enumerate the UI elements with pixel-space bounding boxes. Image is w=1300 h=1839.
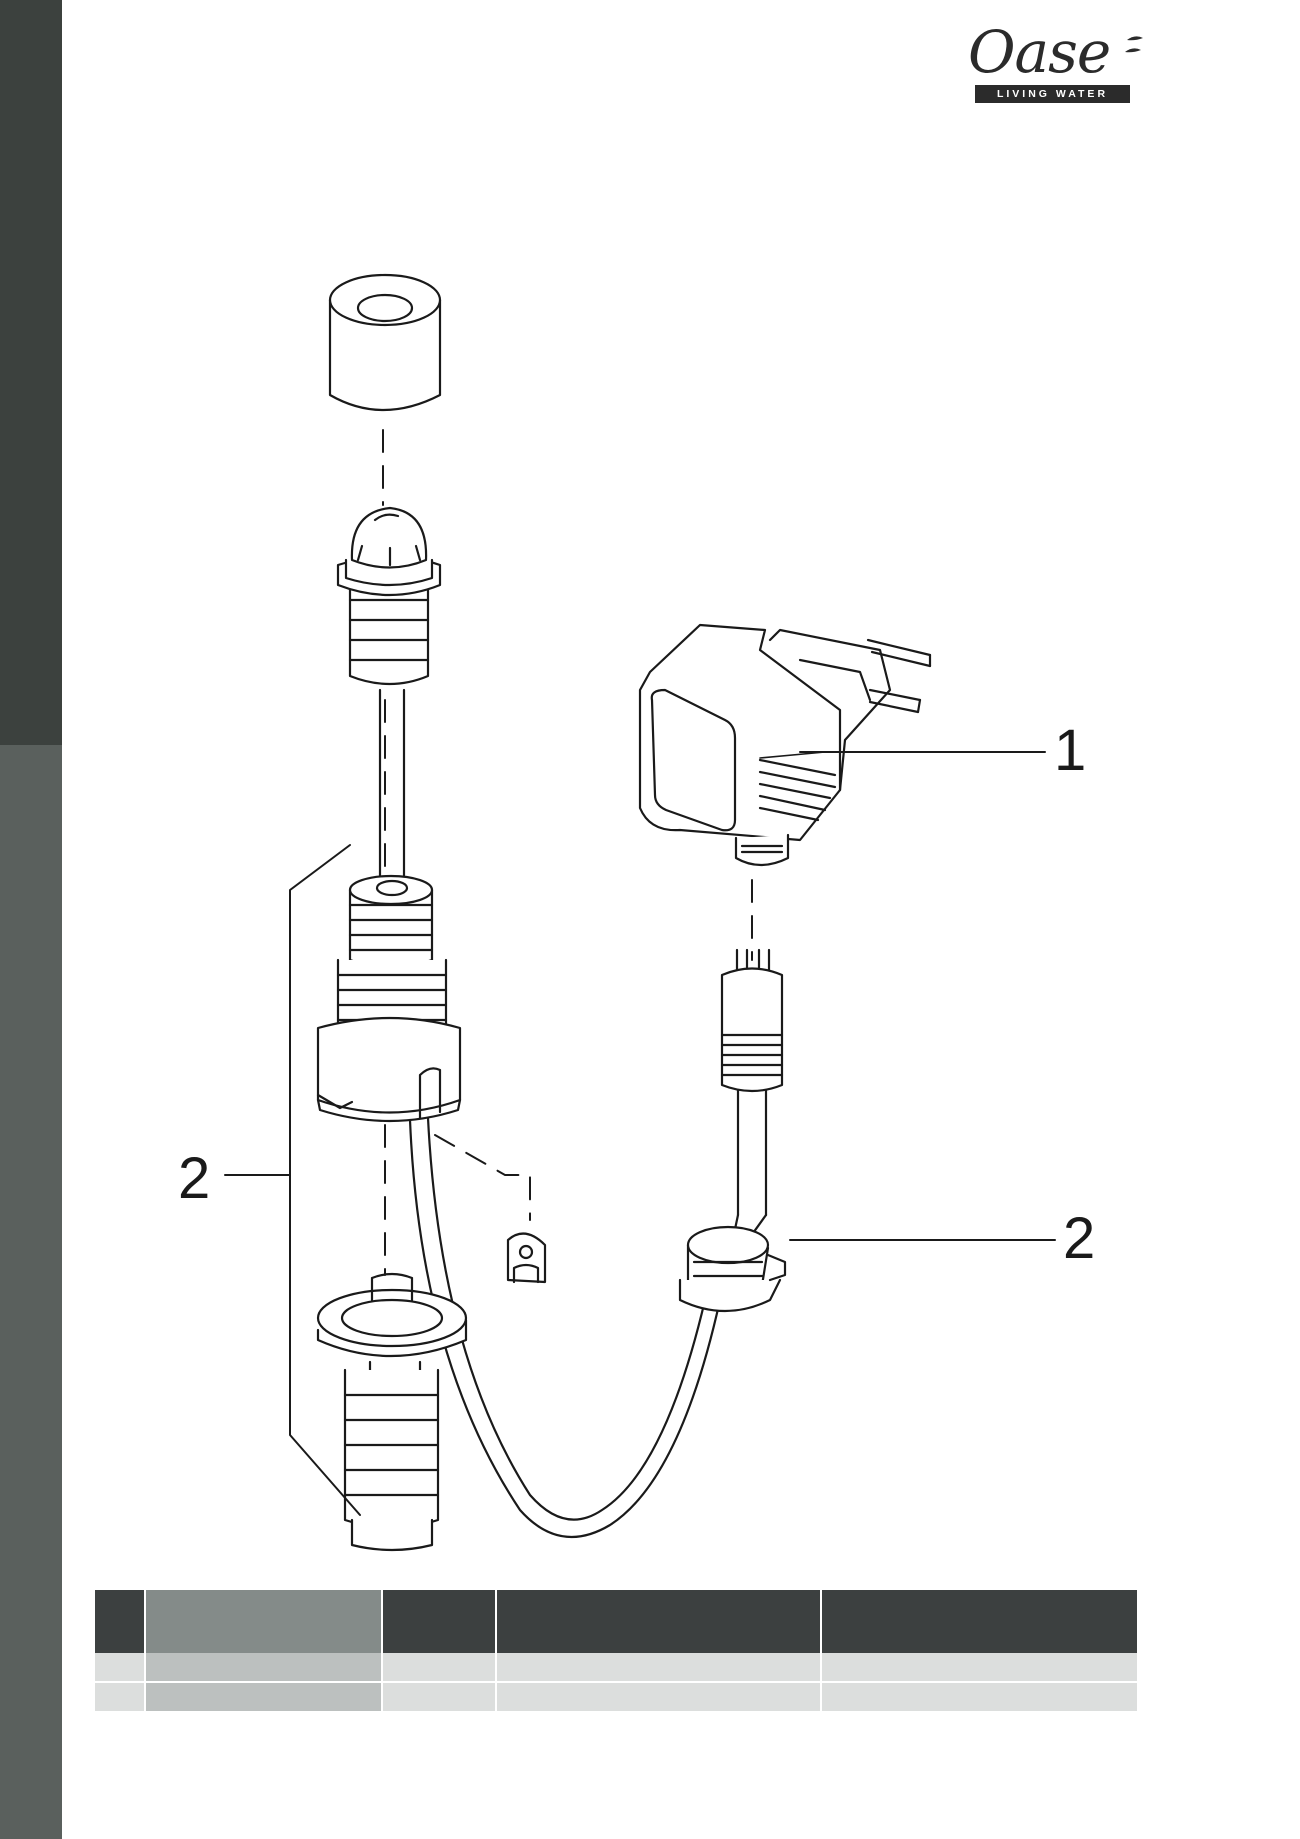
callout-hose-connector-set: 2	[178, 1146, 211, 1211]
exploded-parts-drawing	[224, 273, 1056, 1552]
table-header-cell	[821, 1590, 1139, 1653]
table-cell	[95, 1653, 146, 1683]
small-clip	[506, 1232, 547, 1284]
parts-table	[95, 1590, 1139, 1713]
table-row	[95, 1653, 1139, 1683]
table-header-row	[95, 1590, 1139, 1653]
table-cell	[145, 1682, 383, 1713]
hose-connector	[316, 874, 462, 1123]
leader-lines	[224, 751, 1056, 1516]
table-cell	[496, 1653, 822, 1683]
table-cell	[821, 1653, 1139, 1683]
table-header-cell	[145, 1590, 383, 1653]
table-cell	[821, 1682, 1139, 1713]
led-light-head	[336, 506, 442, 686]
table-cell	[496, 1682, 822, 1713]
sidebar-upper-band	[0, 0, 62, 745]
logo-tagline: LIVING WATER	[975, 85, 1130, 103]
table-cell	[382, 1682, 497, 1713]
callout-cable-clip: 2	[1063, 1206, 1096, 1271]
light-cable	[378, 688, 406, 887]
table-cell	[95, 1682, 146, 1713]
table-header-cell	[95, 1590, 146, 1653]
cable-clip	[678, 1225, 787, 1313]
table-cell	[145, 1653, 383, 1683]
table-header-cell	[496, 1590, 822, 1653]
sidebar-lower-band	[0, 745, 62, 1839]
table-header-cell	[382, 1590, 497, 1653]
end-cap	[328, 273, 442, 411]
table-row	[95, 1682, 1139, 1713]
transformer	[638, 623, 932, 867]
callout-transformer: 1	[1054, 718, 1087, 783]
logo-wordmark: Oase	[968, 18, 1111, 86]
assembly-axis-lines	[382, 429, 753, 1276]
ground-spike	[316, 1272, 468, 1552]
water-drops-icon	[1125, 36, 1143, 53]
cable-plug	[720, 948, 784, 1217]
table-cell	[382, 1653, 497, 1683]
oase-logo: Oase LIVING WATER	[960, 22, 1150, 106]
